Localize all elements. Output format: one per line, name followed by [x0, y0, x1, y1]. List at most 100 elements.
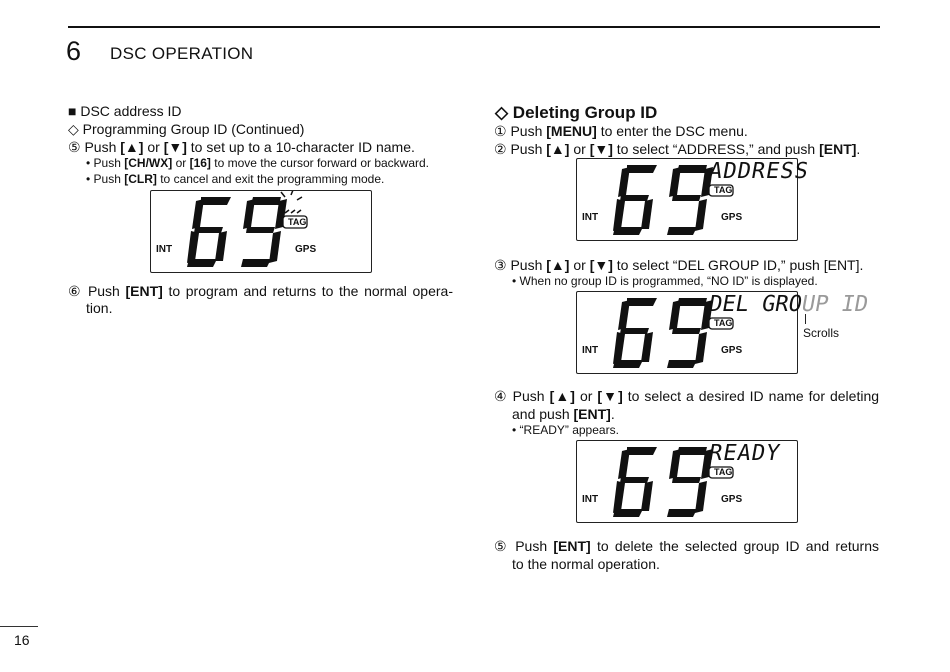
tag-box-icon: [282, 215, 308, 229]
ent-key: [ENT]: [573, 406, 611, 422]
lcd-display-art: [613, 447, 734, 517]
tag-label: TAG: [714, 185, 733, 195]
header-rule: [68, 26, 880, 28]
gps-label: GPS: [721, 345, 743, 356]
right-step-1: ① Push [MENU] to enter the DSC menu.: [494, 122, 748, 140]
step-text: Push: [515, 538, 554, 554]
step-text: to select a desired ID name for deleting: [622, 388, 880, 404]
lcd-address: ADDRESS TAG INT GPS: [576, 158, 811, 241]
lcd-display-art: [613, 165, 734, 235]
right-step-3: ③ Push [▲] or [▼] to select “DEL GROUP I…: [494, 256, 863, 274]
int-label: INT: [582, 345, 599, 356]
bullet-text: • Push: [86, 156, 125, 170]
step-text: or: [574, 388, 598, 404]
step-text: Push: [510, 123, 547, 139]
step-text: or: [569, 141, 590, 157]
step-number: ③: [494, 257, 507, 273]
step-4-note: • “READY” appears.: [512, 423, 619, 437]
step-text: Push: [87, 283, 126, 299]
down-key: [▼]: [163, 139, 187, 155]
left-step-6: ⑥ Push [ENT] to program and returns to t…: [68, 282, 453, 300]
step-text: or: [569, 257, 590, 273]
right-step-4-cont: and push [ENT].: [512, 405, 615, 423]
right-step-5: ⑤ Push [ENT] to delete the selected grou…: [494, 537, 879, 555]
chwx-key: [CH/WX]: [124, 156, 173, 170]
int-label: INT: [156, 244, 173, 255]
page-number: 16: [14, 632, 30, 648]
ent-key: [ENT]: [125, 283, 163, 299]
step-text: .: [856, 141, 861, 157]
lcd-text-faded: UP ID: [799, 292, 871, 317]
ch16-key: [16]: [189, 156, 211, 170]
step-text: to select “ADDRESS,” and push: [612, 141, 820, 157]
tag-box-icon: [708, 184, 734, 197]
deleting-heading: ◇ Deleting Group ID: [495, 103, 658, 122]
left-step-5: ⑤ Push [▲] or [▼] to set up to a 10-char…: [68, 138, 415, 156]
step-text: .: [610, 406, 615, 422]
lcd-ready: READY TAG INT GPS: [576, 440, 798, 523]
step-text: Push: [84, 139, 121, 155]
channel-digits-icon: [613, 298, 713, 368]
step-text: Push: [510, 257, 547, 273]
bullet-text: to cancel and exit the programming mode.: [156, 172, 385, 186]
tag-label: TAG: [714, 467, 733, 477]
step-number: ⑥: [68, 283, 83, 299]
lcd-text-address: ADDRESS: [706, 159, 811, 184]
lcd-display-art: [187, 191, 308, 267]
lcd-programming: TAG INT GPS: [150, 190, 372, 273]
channel-digits-icon: [613, 165, 713, 235]
lcd-text-del-group: DEL GROUP ID: [707, 292, 870, 317]
down-key: [▼]: [589, 141, 613, 157]
ent-key: [ENT]: [553, 538, 591, 554]
chapter-title: DSC OPERATION: [110, 44, 254, 63]
ent-key: [ENT]: [819, 141, 857, 157]
up-key: [▲]: [549, 388, 575, 404]
scrolls-pointer: [805, 314, 806, 324]
subsection-title: ◇ Programming Group ID (Continued): [68, 121, 305, 137]
lcd-display-art: [613, 298, 734, 368]
channel-digits-icon: [613, 447, 713, 517]
menu-key: [MENU]: [546, 123, 597, 139]
left-step-6-cont: tion.: [86, 300, 113, 316]
scrolls-label: Scrolls: [803, 326, 840, 340]
right-step-4: ④ Push [▲] or [▼] to select a desired ID…: [494, 387, 879, 405]
channel-digits-icon: [187, 197, 287, 267]
step-number: ⑤: [494, 538, 509, 554]
gps-label: GPS: [721, 212, 743, 223]
step-text: Push: [512, 388, 550, 404]
bullet-text: • Push: [86, 172, 125, 186]
step-text: to enter the DSC menu.: [596, 123, 748, 139]
step-number: ④: [494, 388, 508, 404]
up-key: [▲]: [546, 141, 570, 157]
section-title: ■ DSC address ID: [68, 103, 182, 119]
tag-label: TAG: [714, 318, 733, 328]
up-key: [▲]: [546, 257, 570, 273]
step-text: Push: [510, 141, 547, 157]
right-step-5-cont: to the normal operation.: [512, 556, 660, 572]
up-key: [▲]: [120, 139, 144, 155]
right-step-2: ② Push [▲] or [▼] to select “ADDRESS,” a…: [494, 140, 860, 158]
int-label: INT: [582, 494, 599, 505]
step-number: ①: [494, 123, 507, 139]
int-label: INT: [582, 212, 599, 223]
step-text: to set up to a 10-character ID name.: [186, 139, 415, 155]
bullet-cursor: • Push [CH/WX] or [16] to move the curso…: [86, 155, 429, 171]
step-number: ②: [494, 141, 507, 157]
down-key: [▼]: [589, 257, 613, 273]
step-text: to select “DEL GROUP ID,” push [ENT].: [612, 257, 864, 273]
step-text: to program and returns to the normal ope…: [162, 283, 453, 299]
tag-box-icon: [708, 466, 734, 479]
tag-box-icon: [708, 317, 734, 330]
step-text: or: [143, 139, 164, 155]
lcd-text-solid: DEL GRO: [706, 292, 804, 317]
gps-label: GPS: [295, 244, 317, 255]
step-text: to delete the selected group ID and retu…: [590, 538, 879, 554]
bullet-text: to move the cursor forward or backward.: [210, 156, 430, 170]
step-number: ⑤: [68, 139, 81, 155]
blink-marks-icon: [276, 191, 303, 214]
clr-key: [CLR]: [124, 172, 157, 186]
gps-label: GPS: [721, 494, 743, 505]
lcd-del-group: DEL GROUP ID TAG INT GPS: [576, 291, 870, 374]
step-3-note: • When no group ID is programmed, “NO ID…: [512, 274, 818, 288]
bullet-cancel: • Push [CLR] to cancel and exit the prog…: [86, 171, 384, 187]
